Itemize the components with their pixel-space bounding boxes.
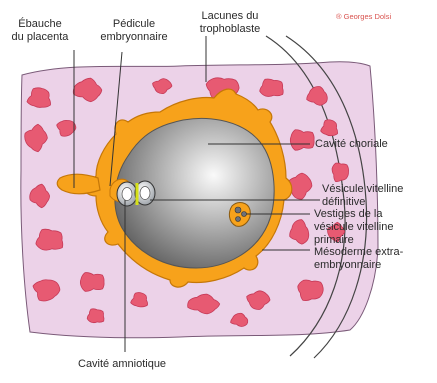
lacuna-blob <box>290 130 314 150</box>
lacuna-blob <box>36 229 63 250</box>
label-vestiges-vesicule-primaire: Vestiges de la vésicule vitelline primai… <box>314 208 393 247</box>
copyright-credit: ® Georges Dolsi <box>336 12 391 21</box>
lacuna-blob <box>332 163 349 182</box>
label-vesicule-definitive: Vésicule vitelline définitive <box>322 183 403 209</box>
label-lacunes-trophoblaste: Lacunes du trophoblaste <box>190 10 270 36</box>
lacuna-blob <box>87 309 104 323</box>
placenta-outgrowth <box>57 174 100 194</box>
lacuna-blob <box>80 273 104 292</box>
label-mesoderme-extra-embryonnaire: Mésoderme extra- embryonnaire <box>314 246 403 272</box>
lacuna-blob <box>260 79 284 96</box>
label-cavite-choriale: Cavité choriale <box>315 138 388 151</box>
label-ebauche-placenta: Ébauche du placenta <box>5 18 75 44</box>
label-pedicule-embryonnaire: Pédicule embryonnaire <box>84 18 184 44</box>
lacuna-blob <box>298 280 323 301</box>
label-cavite-amniotique: Cavité amniotique <box>78 358 166 371</box>
